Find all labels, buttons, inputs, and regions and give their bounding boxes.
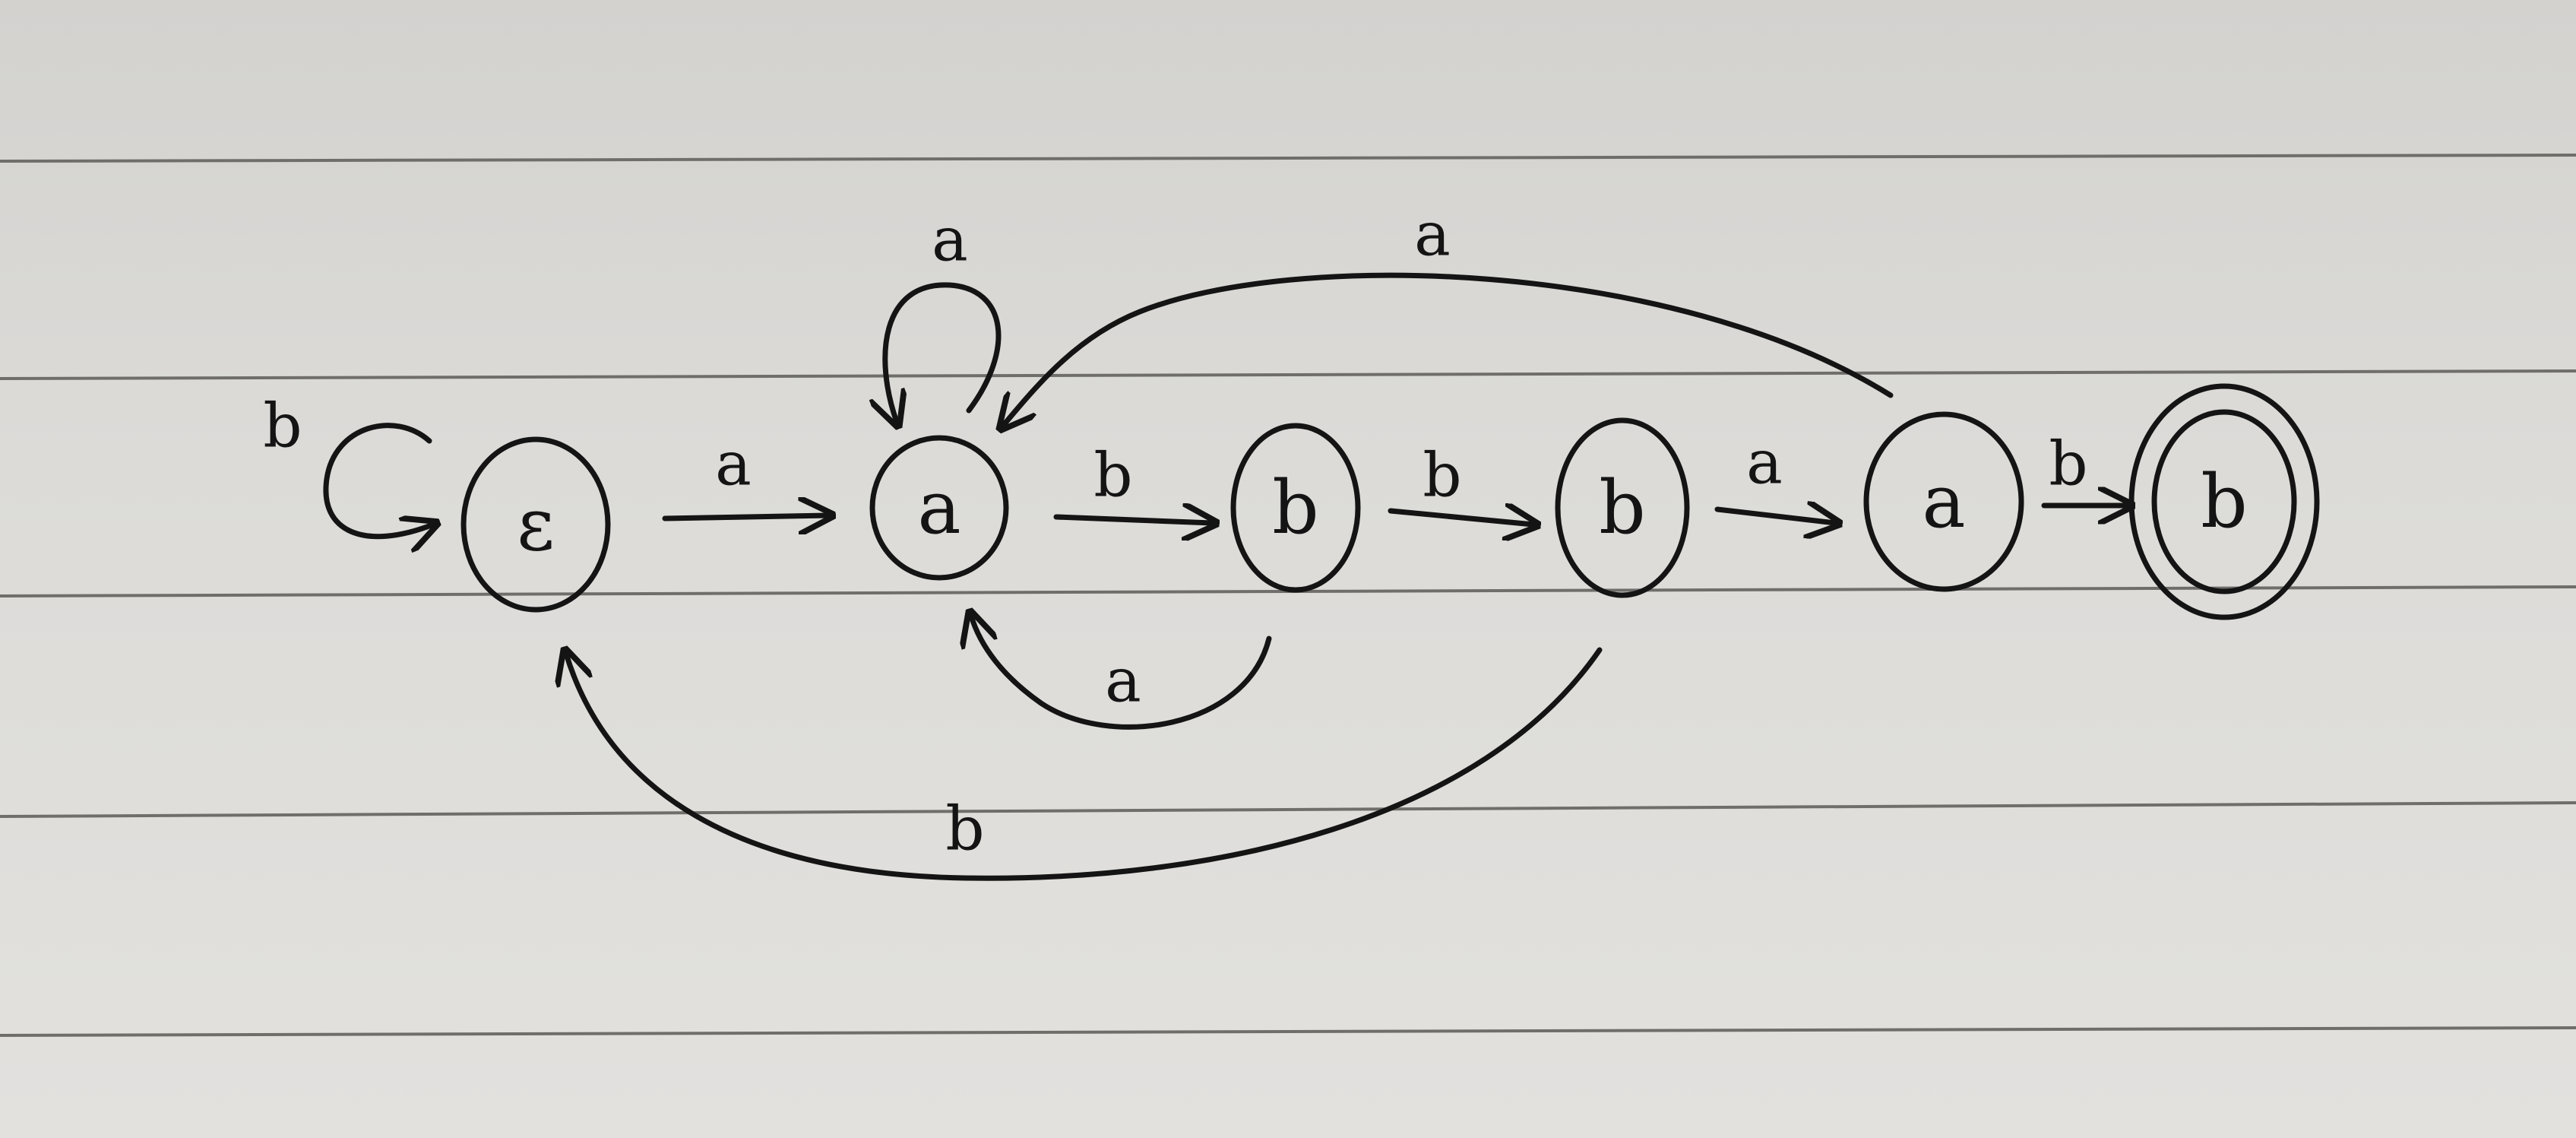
ruled-line: [0, 801, 2576, 818]
edge-arrow: [1714, 509, 1835, 523]
ruled-line: [0, 1026, 2576, 1037]
transition-q3-q0: b: [566, 650, 1603, 881]
state-q3: b: [1555, 417, 1690, 598]
transition-q1-q1: a: [885, 204, 1002, 423]
transition-label: b: [263, 391, 302, 461]
transition-label: a: [1414, 199, 1451, 270]
ruled-lines: [0, 154, 2576, 1037]
edge-arrow: [1388, 511, 1533, 525]
edge-arrow: [662, 515, 828, 518]
state-circle: [1555, 417, 1690, 598]
transition-q3-q4: a: [1714, 427, 1835, 524]
transition-q4-q1: a: [1003, 199, 1894, 426]
state-q5-accepting: b: [2128, 383, 2320, 620]
transition-label: a: [932, 204, 968, 275]
transition-label: b: [2049, 429, 2087, 499]
transition-label: b: [1422, 440, 1461, 511]
transition-q2-q3: b: [1388, 440, 1533, 525]
ruled-line: [0, 369, 2576, 380]
state-label: b: [1599, 465, 1645, 550]
transition-label: a: [715, 429, 752, 499]
state-label: b: [1272, 465, 1318, 550]
state-circle: [1863, 411, 2024, 592]
state-label: b: [2201, 459, 2247, 544]
transition-q1-q2: b: [1053, 440, 1212, 524]
transition-q4-q5: b: [2041, 429, 2128, 506]
state-q0: ε: [460, 436, 611, 613]
state-q2: b: [1230, 423, 1361, 593]
self-loop-arrow: [885, 282, 1002, 422]
state-circle: [460, 436, 611, 613]
state-circle: [869, 435, 1009, 581]
state-label: a: [917, 465, 960, 550]
transition-q0-q1: a: [662, 429, 828, 519]
curved-edge-arrow: [971, 616, 1272, 730]
curved-edge-arrow: [566, 650, 1603, 881]
state-circle: [1230, 423, 1361, 593]
transition-label: a: [1746, 427, 1783, 498]
state-label: ε: [517, 482, 555, 567]
transition-label: a: [1105, 645, 1141, 716]
state-label: a: [1922, 459, 1965, 544]
transition-label: b: [1093, 440, 1132, 511]
state-inner-circle: [2151, 409, 2297, 594]
ruled-line: [0, 154, 2576, 163]
self-loop-arrow: [323, 423, 433, 537]
edge-arrow: [1053, 517, 1212, 523]
transition-q0-q0: b: [263, 391, 433, 537]
state-q1: a: [869, 435, 1009, 581]
curved-edge-arrow: [1003, 272, 1894, 426]
state-q4: a: [1863, 411, 2024, 592]
transition-q2-q1: a: [971, 616, 1272, 730]
transition-label: b: [945, 794, 984, 864]
